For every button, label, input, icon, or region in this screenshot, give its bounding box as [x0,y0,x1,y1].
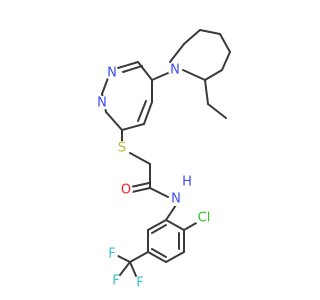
bond [147,219,167,231]
atom-S: S [118,141,126,156]
bond [137,61,153,81]
atom-N-pyrimidine-2: N [97,96,107,111]
bond [129,251,149,263]
bond [105,111,123,131]
bond [204,69,223,81]
atom-Cl: Cl [198,211,211,226]
atom-labels: N N N S O N H Cl F F F [95,63,213,291]
bond [129,261,137,277]
bond [122,65,143,73]
bond [165,219,185,231]
atom-F-1: F [108,247,115,262]
bond [169,43,185,63]
bond [219,33,231,53]
bonds [101,29,231,277]
bond [137,100,147,122]
bond [101,77,109,95]
molecule-structure-diagram: N N N S O N H Cl F F F [95,29,231,291]
bond [199,29,221,35]
bond [165,251,185,263]
bond [119,261,131,276]
bond [117,255,131,263]
bond [151,248,167,258]
bond [183,29,201,45]
bond [131,187,151,193]
bond [143,101,153,125]
bond [204,79,209,105]
bond [221,51,231,71]
atom-N-piperidine: N [170,63,180,78]
atom-F-2: F [136,276,143,291]
bond [147,251,167,263]
atom-H-amide: H [182,175,192,190]
atom-N-amide: N [171,192,181,207]
atom-N-pyrimidine-1: N [107,66,117,81]
bond [117,61,139,69]
bond [165,204,177,221]
bond [149,187,169,198]
bond [129,152,151,165]
bond [121,123,145,131]
bond [182,69,206,81]
atom-O: O [121,183,131,198]
bond [207,103,227,119]
bond [151,224,167,234]
atom-F-3: F [112,274,119,289]
bond [183,221,199,231]
bond [130,182,150,188]
